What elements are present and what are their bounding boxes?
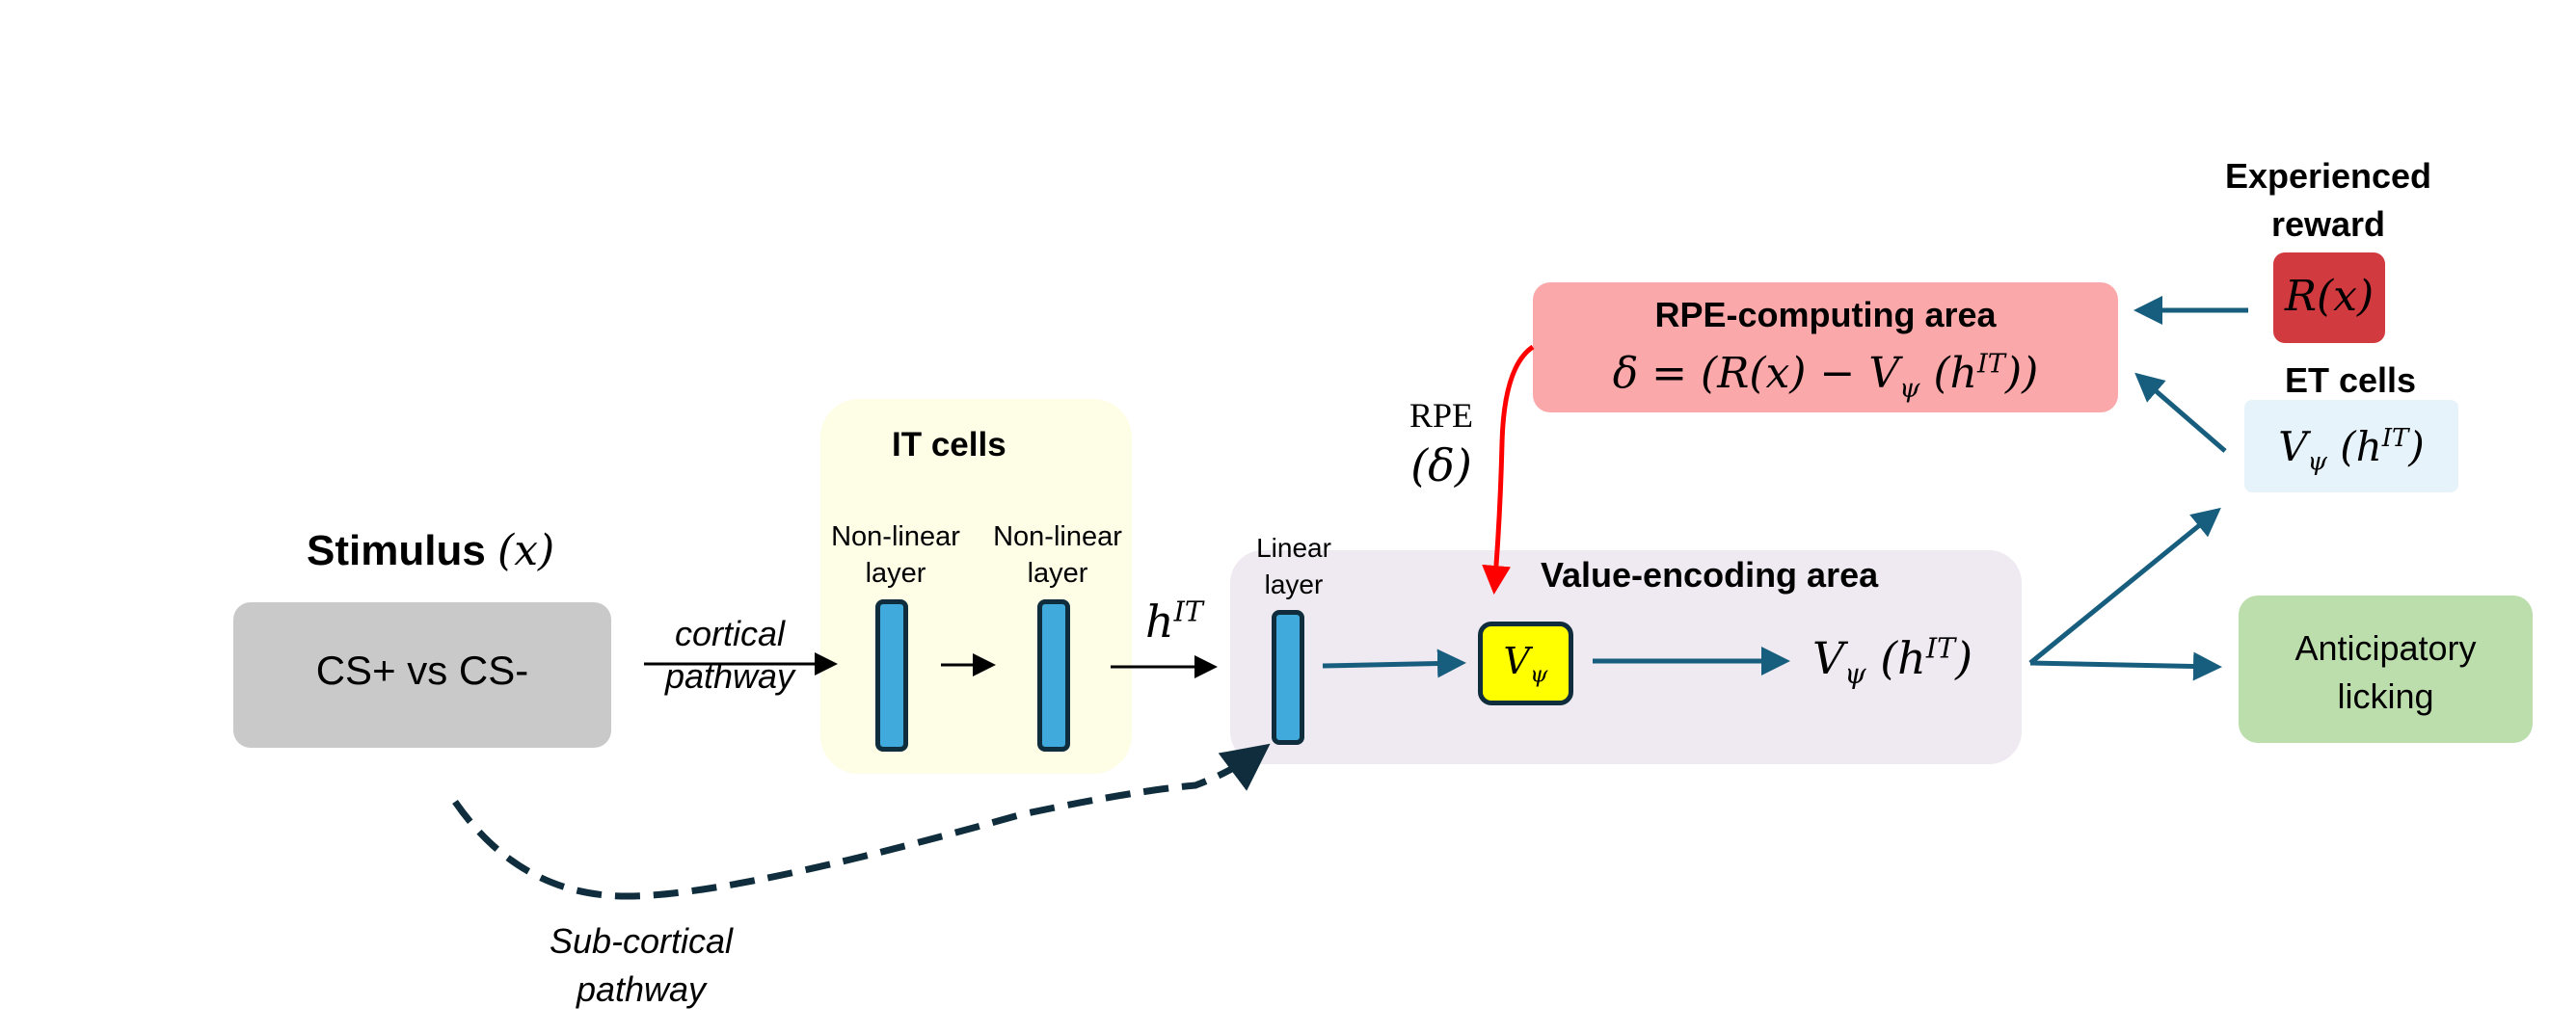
value-output-label: Vψ (hIT) [1812,632,1972,690]
value-output-sup: IT [1925,632,1956,665]
stimulus-variable: (x) [497,526,555,575]
et-base: V [2278,423,2308,470]
licking-line1: Anticipatory [2294,628,2477,668]
rpe-label-line2: (δ) [1410,439,1472,491]
et-sup: IT [2381,424,2409,453]
linear-layer-label: Linear layer [1234,530,1354,603]
it-cells-box [820,399,1132,774]
subcortical-pathway-line1: Sub-cortical [549,921,734,961]
rpe-eq-suffix: )) [2004,349,2039,398]
experienced-reward-line1: Experienced [2224,156,2432,196]
arrow-linear-to-v [1322,649,1466,678]
it-layer1-label: Non-linear layer [818,518,974,592]
rpe-eq-sub: ψ [1899,373,1920,404]
et-arg-open: (h [2326,423,2382,470]
experienced-reward-title: Experienced reward [2188,152,2468,249]
anticipatory-licking-box: Anticipatory licking [2239,596,2533,743]
it-layer2-label: Non-linear layer [979,518,1136,592]
value-output-arg-open: (h [1880,632,1926,684]
rpe-computing-title: RPE-computing area [1654,295,1997,334]
reward-box: R(x) [2273,252,2385,343]
rpe-eq-mid: (h [1919,349,1977,398]
cortical-pathway-line1: cortical [674,614,786,653]
reward-box-text: R(x) [2284,272,2375,321]
licking-line2: licking [2337,676,2434,716]
experienced-reward-line2: reward [2270,204,2386,244]
v-psi-box: Vψ [1478,622,1573,705]
linear-layer [1272,610,1304,745]
rpe-label: RPE (δ) [1379,395,1504,491]
rpe-eq-prefix: δ = (R(x) − V [1612,349,1900,398]
arrow-output-to-et [2028,507,2221,665]
arrow-subcortical [452,743,1271,900]
subcortical-pathway-line2: pathway [576,969,707,1009]
h-it-base: h [1145,596,1174,648]
it-layer1-label-line2: layer [865,558,926,589]
subcortical-pathway-label: Sub-cortical pathway [521,917,762,1014]
rpe-eq-sup: IT [1976,349,2005,380]
nonlinear-layer-2 [1037,599,1070,752]
h-it-label: hIT [1145,596,1203,648]
value-output-sub: ψ [1844,658,1866,691]
nonlinear-layer-1 [875,599,908,752]
linear-layer-label-line2: layer [1264,569,1324,599]
stimulus-box-text: CS+ vs CS- [315,648,529,693]
value-output-arg-close: ) [1955,632,1973,684]
stimulus-title: Stimulus (x) [307,526,554,575]
arrow-et-to-rpe [2134,372,2227,453]
stimulus-box: CS+ vs CS- [233,602,611,748]
value-encoding-box [1230,550,2022,764]
it-layer2-label-line2: layer [1027,558,1088,589]
arrow-output-to-licking [2029,651,2222,681]
it-cells-title: IT cells [892,426,1006,464]
rpe-equation: δ = (R(x) − Vψ (hIT)) [1533,349,2118,404]
h-it-sup: IT [1173,596,1203,628]
v-box-sub: ψ [1529,660,1548,688]
value-encoding-title: Value-encoding area [1541,555,1879,595]
v-box-base: V [1503,640,1530,682]
et-cells-title: ET cells [2284,360,2417,400]
linear-layer-label-line1: Linear [1256,533,1331,563]
rpe-computing-box [1533,282,2118,412]
arrow-rpe-to-v [1482,344,1535,595]
et-cells-box: Vψ (hIT) [2244,400,2458,492]
it-layer1-label-line1: Non-linear [831,521,960,552]
value-output-base: V [1812,632,1845,684]
it-layer2-label-line1: Non-linear [993,521,1122,552]
et-sub: ψ [2307,447,2327,477]
et-arg-close: ) [2408,423,2425,470]
stimulus-title-text: Stimulus [307,527,486,574]
rpe-label-line1: RPE [1409,396,1474,435]
